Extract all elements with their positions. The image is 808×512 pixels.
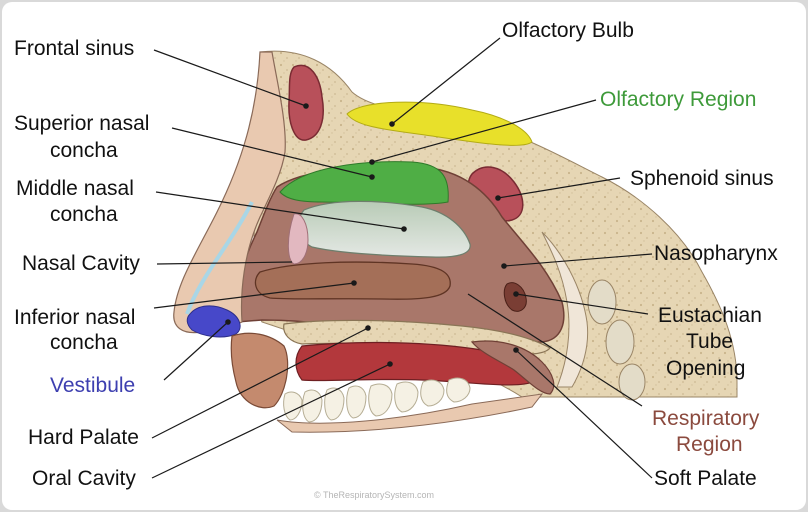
olfactory-bulb-shape [346,101,533,146]
label-eustachian-line2: Tube [686,330,733,353]
leader-dots [225,103,519,367]
label-hard-palate: Hard Palate [28,426,139,449]
label-middle-concha-line1: Middle nasal [16,177,134,200]
lower-jaw-shape [276,393,544,433]
pharynx-wall-shape [541,231,589,388]
mucosa-fold-shape [287,213,309,265]
olfactory-region-shape [279,161,449,205]
middle-concha-shape [297,200,471,258]
label-vestibule: Vestibule [50,374,135,397]
label-respiratory-line2: Region [676,433,743,456]
credit-watermark: © TheRespiratorySystem.com [314,490,434,500]
teeth [283,377,471,423]
leader-lines [151,37,653,479]
cervical-vertebrae [587,279,646,401]
label-frontal-sinus: Frontal sinus [14,37,134,60]
label-oral-cavity: Oral Cavity [32,467,136,490]
label-soft-palate: Soft Palate [654,467,757,490]
label-inferior-concha-line2: concha [50,331,118,354]
oral-cavity-shape [295,341,538,386]
label-nasal-cavity: Nasal Cavity [22,252,140,275]
label-olfactory-region: Olfactory Region [600,88,756,111]
frontal-sinus-shape [288,64,324,141]
soft-palate-shape [470,340,555,395]
eustachian-opening-shape [503,282,527,312]
label-sphenoid-sinus: Sphenoid sinus [630,167,774,190]
label-middle-concha-line2: concha [50,203,118,226]
upper-lip-shape [230,332,289,409]
nasal-cartilage-line [185,201,254,315]
label-nasopharynx: Nasopharynx [654,242,778,265]
label-eustachian-line1: Eustachian [658,304,762,327]
label-respiratory-line1: Respiratory [652,407,760,430]
vestibule-shape [186,305,241,338]
label-inferior-concha-line1: Inferior nasal [14,306,135,329]
label-olfactory-bulb: Olfactory Bulb [502,19,634,42]
label-eustachian-line3: Opening [666,357,745,380]
label-superior-concha-line2: concha [50,139,118,162]
label-superior-concha-line1: Superior nasal [14,112,149,135]
